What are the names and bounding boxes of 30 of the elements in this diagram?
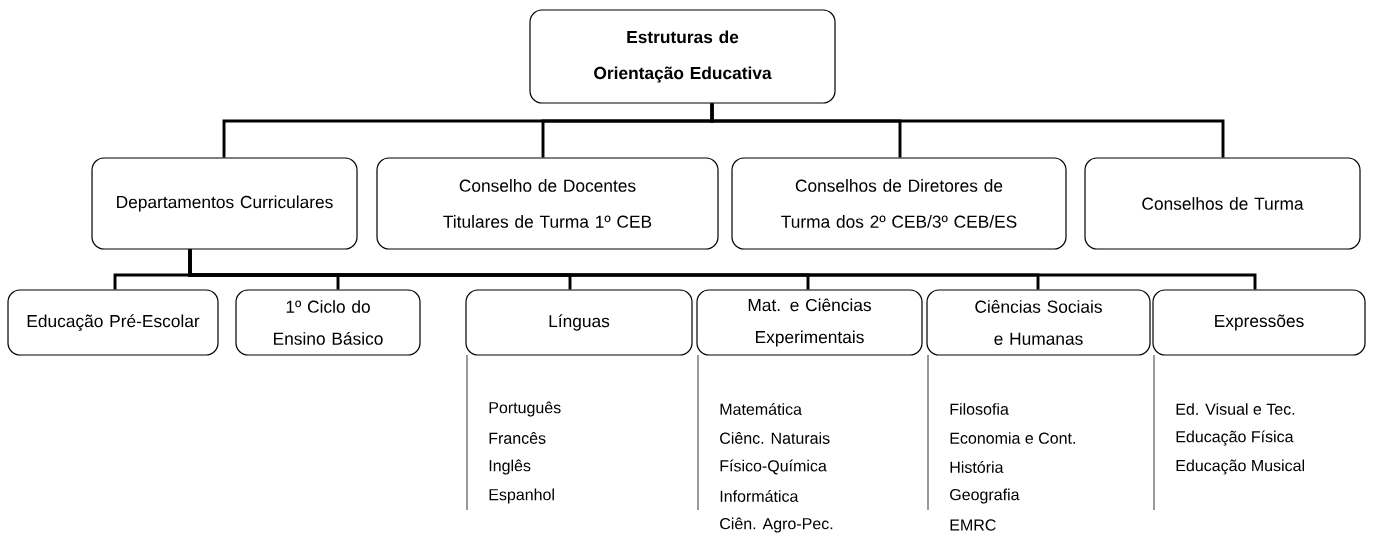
list-item: Ciên. Agro-Pec. <box>720 517 833 533</box>
category-box: Conselhos de Diretores de Turma dos 2º CEB/3º CEB/ES <box>731 157 1067 250</box>
list-item: Geografia <box>950 488 1020 504</box>
list-item: Francês <box>489 432 546 444</box>
category-box: Línguas <box>465 289 693 356</box>
list-item: Ciênc. Naturais <box>720 432 830 444</box>
list-item: Informática <box>720 490 799 502</box>
list-item: Ed. Visual e Tec. <box>1176 403 1295 415</box>
category-box: Expressões <box>1152 289 1366 356</box>
category-box: Departamentos Curriculares <box>91 157 358 250</box>
list-item: Educação Física <box>1176 430 1294 446</box>
list-item: Português <box>489 401 561 417</box>
category-box: Educação Pré-Escolar <box>7 289 219 356</box>
category-box: Conselho de Docentes Titulares de Turma 1º CEB <box>376 157 719 250</box>
list-item: Inglês <box>489 459 531 475</box>
list-item: Economia e Cont. <box>950 432 1075 444</box>
list-item: Educação Musical <box>1176 459 1304 475</box>
list-item: Matemática <box>720 403 802 415</box>
category-box: Conselhos de Turma <box>1084 157 1361 250</box>
category-box: 1º Ciclo do Ensino Básico <box>235 289 421 356</box>
category-box: Ciências Sociais e Humanas <box>926 289 1151 356</box>
list-item: Filosofia <box>950 403 1009 415</box>
category-box: Mat. e Ciências Experimentais <box>696 289 923 356</box>
list-item: EMRC <box>950 519 996 531</box>
list-item: Espanhol <box>489 488 554 504</box>
title-box: Estruturas de Orientação Educativa <box>529 9 836 104</box>
list-item: História <box>950 461 1004 473</box>
list-item: Físico-Química <box>720 459 827 475</box>
connector <box>710 103 1225 158</box>
connector <box>188 249 1257 290</box>
